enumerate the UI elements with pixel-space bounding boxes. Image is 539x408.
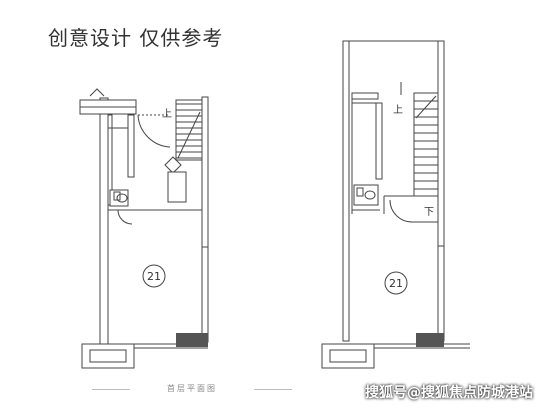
unit-number-badge	[384, 271, 408, 295]
column	[176, 333, 208, 347]
kitchen-counter-mark	[164, 156, 182, 174]
bath-door-arc	[117, 209, 133, 225]
plan-ground-floor	[79, 88, 209, 369]
kitchen-counter	[167, 171, 187, 203]
washbasin	[113, 191, 121, 201]
door-swing-arc	[389, 199, 413, 223]
outer-right-wall-lower	[201, 246, 209, 343]
watermark: 搜狐号@搜狐焦点防城港站	[365, 385, 533, 401]
outer-right-wall-upper	[201, 96, 209, 248]
stair-up-label: 上	[162, 108, 172, 120]
outer-left-wall	[99, 97, 109, 369]
plan-upper-floor	[321, 40, 470, 369]
column	[416, 333, 444, 347]
outer-left-wall	[342, 40, 350, 342]
caption-rule-right	[254, 389, 292, 390]
door-swing-arc	[137, 114, 171, 148]
unit-number-badge	[142, 264, 166, 288]
caption-rule-left	[92, 389, 130, 390]
plan-caption: 首层平面图	[167, 384, 217, 393]
unit-number-label: 21	[389, 277, 403, 290]
toilet	[364, 190, 376, 200]
vent-mark	[89, 88, 105, 97]
stair-up-label: 上	[393, 104, 403, 116]
page-title: 创意设计 仅供参考	[48, 26, 224, 50]
outer-right-wall-upper	[437, 40, 445, 247]
staircase	[413, 92, 439, 197]
unit-number-label: 21	[147, 270, 161, 283]
stair-down-label: 下	[424, 207, 434, 218]
staircase	[175, 99, 203, 161]
washbasin	[356, 187, 364, 197]
bathroom-cubicle	[353, 184, 379, 206]
outer-right-wall-lower	[437, 245, 445, 342]
toilet	[116, 193, 128, 203]
